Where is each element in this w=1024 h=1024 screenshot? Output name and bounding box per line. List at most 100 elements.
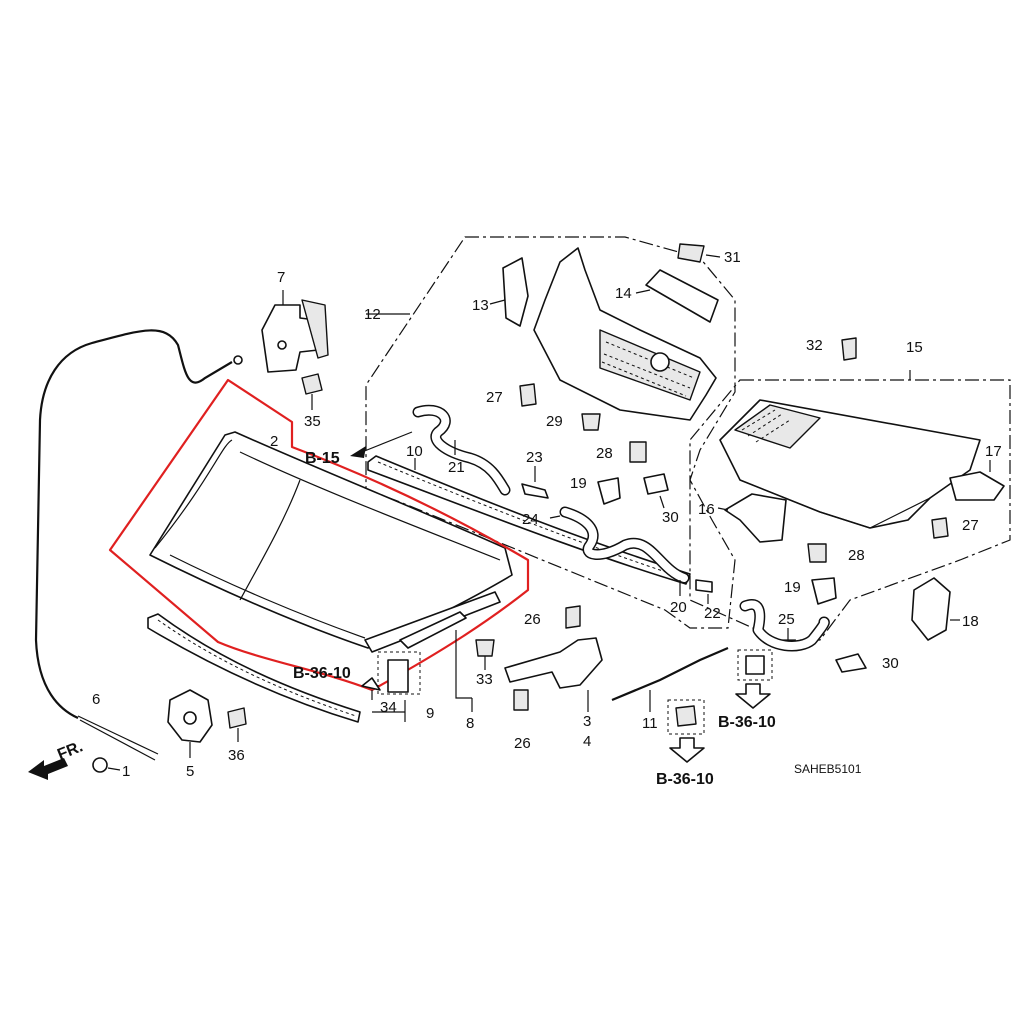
leader-31 (705, 254, 721, 258)
lock-pin (183, 711, 197, 725)
clip-b3610 (675, 705, 697, 727)
leader-16 (717, 507, 729, 511)
top-cowl-grille (734, 404, 821, 449)
label-8: 8 (466, 715, 474, 732)
leader-24 (549, 515, 561, 519)
ref-b3610-right: B-36-10 (718, 714, 776, 731)
leader-13 (489, 299, 506, 305)
clip-box (667, 699, 705, 735)
clip-28a (629, 441, 647, 463)
label-9: 9 (426, 705, 434, 722)
grille-slots (601, 341, 695, 397)
label-6: 6 (92, 691, 100, 708)
front-label: FR. (55, 738, 85, 763)
clip-25-end (745, 655, 765, 675)
label-27a: 27 (486, 389, 503, 406)
label-34: 34 (380, 699, 397, 716)
label-27b: 27 (962, 517, 979, 534)
label-5: 5 (186, 763, 194, 780)
joint-22 (695, 579, 713, 593)
front-arrow-icon (28, 758, 68, 780)
top-cowl-group-boundary (689, 379, 1011, 641)
label-35: 35 (304, 413, 321, 430)
cowl-side-panel-13 (502, 257, 529, 327)
washer-nozzle-19a (597, 477, 621, 505)
label-13: 13 (472, 297, 489, 314)
label-20: 20 (670, 599, 687, 616)
label-28b: 28 (848, 547, 865, 564)
label-26a: 26 (524, 611, 541, 628)
ref-b15: B-15 (305, 450, 340, 467)
clip-27b (931, 517, 949, 539)
hood-hinge-plate (301, 299, 329, 359)
ref-b3610-left: B-36-10 (293, 665, 351, 682)
label-30b: 30 (882, 655, 899, 672)
label-22: 22 (704, 605, 721, 622)
clip-28b (807, 543, 827, 563)
label-18: 18 (962, 613, 979, 630)
lock-bolt (227, 707, 247, 729)
leader-14 (635, 289, 651, 294)
hood-rear-rail (364, 591, 501, 653)
label-31: 31 (724, 249, 741, 266)
label-14: 14 (615, 285, 632, 302)
bolt-26-upper (565, 605, 581, 629)
label-21: 21 (448, 459, 465, 476)
diagram-code: SAHEB5101 (794, 762, 862, 776)
label-7: 7 (277, 269, 285, 286)
label-4: 4 (583, 733, 591, 750)
cable-end-eyelet (233, 355, 243, 365)
cover-17 (949, 471, 1005, 501)
label-29: 29 (546, 413, 563, 430)
top-cowl-slots (741, 409, 791, 443)
leader-1 (107, 767, 121, 771)
washer-nozzle-19b (811, 577, 837, 605)
grommet-30b (835, 653, 867, 673)
clip-25-box (737, 649, 773, 681)
hood-stay (399, 611, 467, 649)
label-33: 33 (476, 671, 493, 688)
clip-29 (581, 413, 601, 431)
hood-panel (149, 431, 513, 649)
leader-30a (659, 495, 665, 509)
stay-clip (387, 659, 409, 693)
clip-33 (475, 639, 495, 657)
arrow-down-right (735, 683, 771, 709)
stay-holder (504, 637, 603, 689)
b15-pointer (361, 431, 413, 453)
hinge-hole (277, 340, 287, 350)
hinge-bolt (301, 373, 323, 395)
hood-seal-rubber (147, 613, 361, 723)
bolt-26-lower (513, 689, 529, 711)
clip-32 (841, 337, 857, 361)
clip-27a (519, 383, 537, 407)
ref-b3610-bottom: B-36-10 (656, 771, 714, 788)
label-15: 15 (906, 339, 923, 356)
leader-8 (455, 630, 473, 712)
label-1: 1 (122, 763, 130, 780)
label-24: 24 (522, 511, 539, 528)
label-3: 3 (583, 713, 591, 730)
label-11: 11 (642, 715, 658, 732)
cowl-cover-14 (645, 269, 719, 323)
clip-34 (361, 677, 381, 691)
label-32: 32 (806, 337, 823, 354)
label-36: 36 (228, 747, 245, 764)
stay-clip-box (377, 651, 421, 695)
label-2: 2 (270, 433, 278, 450)
cowl-seal-texture (377, 461, 685, 579)
cable-clip (92, 757, 108, 773)
label-16: 16 (698, 501, 715, 518)
bracket-18 (911, 577, 951, 641)
b15-arrowhead (350, 446, 366, 458)
label-26b: 26 (514, 735, 531, 752)
bracket-16 (724, 493, 787, 543)
label-30a: 30 (662, 509, 679, 526)
label-28a: 28 (596, 445, 613, 462)
label-19a: 19 (570, 475, 587, 492)
cowl-top-hole (650, 352, 670, 372)
arrow-down-bottom (669, 737, 705, 763)
label-10: 10 (406, 443, 423, 460)
hood-release-cable (34, 329, 233, 720)
